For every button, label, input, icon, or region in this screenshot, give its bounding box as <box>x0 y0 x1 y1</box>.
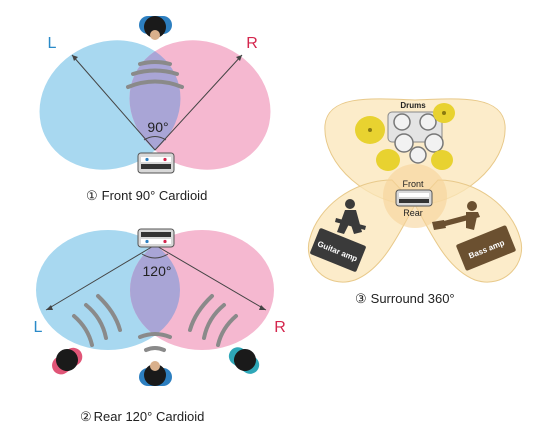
rear-angle-arc <box>141 253 169 259</box>
rear-caption-text: Rear 120° Cardioid <box>94 409 205 424</box>
surround-recorder-icon <box>395 189 433 207</box>
drums-label: Drums <box>400 101 426 110</box>
rear-right-label: R <box>274 319 286 336</box>
front-angle-lines <box>71 54 243 151</box>
surround-rear-label: Rear <box>403 208 423 218</box>
rear-listener-center-icon <box>139 361 172 386</box>
rear-listener-right-icon <box>228 347 260 374</box>
surround-caption-number: ③ <box>355 291 367 306</box>
front-angle-arc <box>143 136 167 141</box>
rear-sound-waves <box>72 294 238 352</box>
front-listener-icon <box>139 16 172 40</box>
rear-left-label: L <box>34 319 43 336</box>
rear-listener-left-icon <box>52 347 83 375</box>
drum-kit-icon <box>355 103 455 171</box>
guitar-player-icon <box>335 199 366 234</box>
front-sound-waves <box>126 60 184 89</box>
front-caption: ① Front 90° Cardioid <box>86 188 207 203</box>
surround-caption: ③ Surround 360° <box>355 291 455 306</box>
front-caption-text: Front 90° Cardioid <box>102 188 208 203</box>
rear-cardioid-diagram: 120° L R <box>34 228 286 424</box>
rear-caption-number: ② <box>80 409 92 424</box>
bass-amp-icon: Bass amp <box>456 225 516 271</box>
rear-arrow-right <box>259 305 266 310</box>
front-arrow-right <box>236 55 242 61</box>
front-right-label: R <box>246 35 258 52</box>
surround-diagram: Drums Front Rear Guitar amp Bass <box>308 98 522 306</box>
front-cardioid-diagram: 90° L R ① Front 90° Cardioid <box>39 16 271 203</box>
front-left-label: L <box>48 35 57 52</box>
front-recorder-icon <box>137 152 175 174</box>
front-angle-label: 90° <box>147 119 168 135</box>
rear-recorder-icon <box>137 228 175 248</box>
front-arrow-left <box>72 55 78 61</box>
surround-front-label: Front <box>402 179 424 189</box>
rear-overlap-region <box>130 230 180 350</box>
rear-angle-label: 120° <box>143 263 172 279</box>
bass-player-icon <box>432 201 480 230</box>
surround-caption-text: Surround 360° <box>371 291 455 306</box>
rear-arrow-left <box>46 305 53 310</box>
rear-angle-lines <box>45 244 267 311</box>
front-caption-number: ① <box>86 188 98 203</box>
